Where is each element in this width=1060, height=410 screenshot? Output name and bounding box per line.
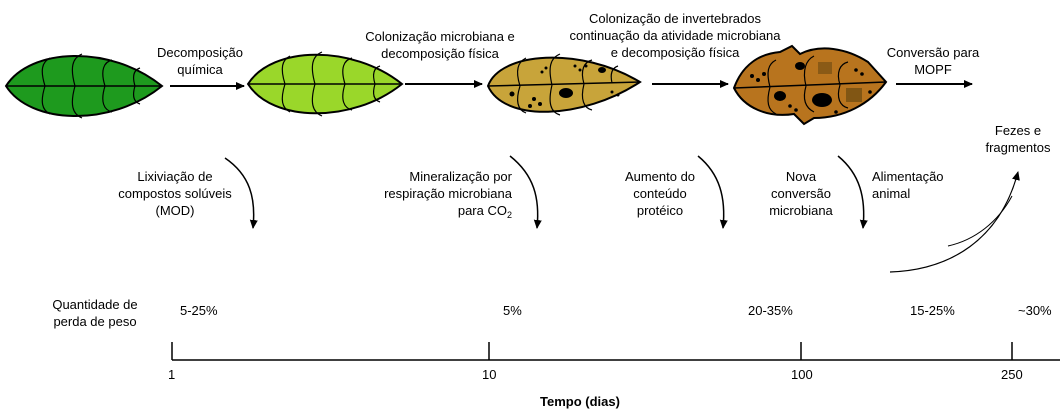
curved-arrow-down-icon [697, 155, 728, 229]
curved-arrow-down-icon [509, 155, 542, 229]
axis-tick-label: 100 [791, 367, 813, 382]
weight-loss-value-5: ~30% [1018, 303, 1052, 318]
leaf-decayed-brown-icon [732, 44, 888, 126]
curved-arrow-down-icon [837, 155, 868, 229]
time-axis [171, 342, 1060, 361]
weight-loss-value-3: 20-35% [748, 303, 793, 318]
weight-loss-value-1: 5-25% [180, 303, 218, 318]
weight-loss-value-4: 15-25% [910, 303, 955, 318]
leaf-light-green-icon [246, 51, 404, 117]
curved-arrow-up-icon [889, 171, 1020, 273]
axis-tick-label: 10 [482, 367, 497, 382]
weight-loss-value-2: 5% [503, 303, 522, 318]
leaf-spotted-yellow-icon [486, 53, 642, 116]
axis-tick-label: 1 [168, 367, 176, 382]
leaf-fresh-icon [4, 53, 164, 119]
axis-title: Tempo (dias) [540, 394, 620, 409]
process-label-mineralization: Mineralização por respiração microbiana … [384, 169, 512, 220]
curved-arrow-down-icon [224, 157, 258, 229]
curved-arrow-up-trail [947, 195, 1013, 247]
axis-tick-label: 250 [1001, 367, 1023, 382]
